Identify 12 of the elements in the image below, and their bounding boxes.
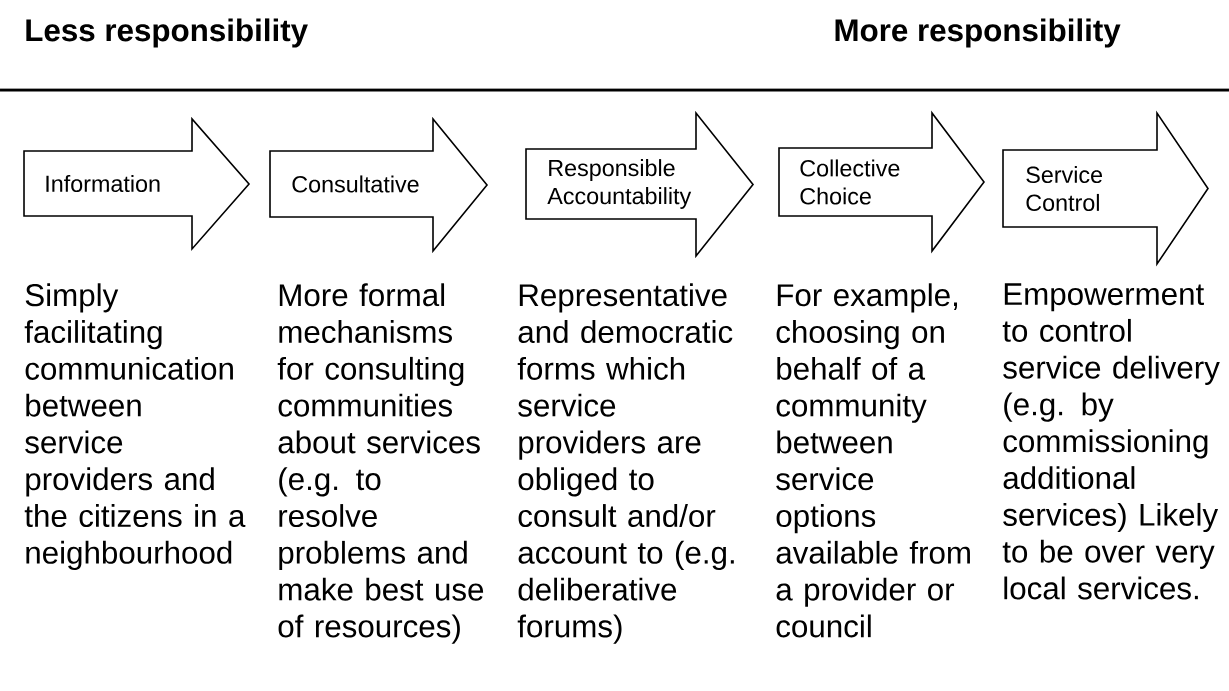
- description-text: More formal mechanisms for consulting communities about services (e.g. to resolve problems and make best use of resources): [277, 283, 484, 644]
- stage-box: Information: [23, 116, 251, 252]
- stage-box: Consultative: [269, 116, 489, 254]
- description-text: Empowerment to control service delivery (e.g. by commissioning additional services) Likely to be over very local services.: [1002, 283, 1220, 600]
- description-text: Representative and democratic forms which service providers are obliged to consult and/or account to (e.g. deliberative forums): [517, 283, 734, 644]
- heading-label: More responsibility: [835, 18, 1121, 48]
- stage-box: Service Control: [1002, 110, 1209, 267]
- description-text: For example, choosing on behalf of a community between service options available from a provider or council: [776, 283, 970, 638]
- description-text: Simply facilitating communication between service providers and the citizens in a neighbourhood: [24, 283, 246, 571]
- heading-label: Less responsibility: [26, 18, 308, 48]
- stage-box: Collective Choice: [778, 110, 985, 254]
- stage-box: Responsible Accountability: [525, 110, 755, 259]
